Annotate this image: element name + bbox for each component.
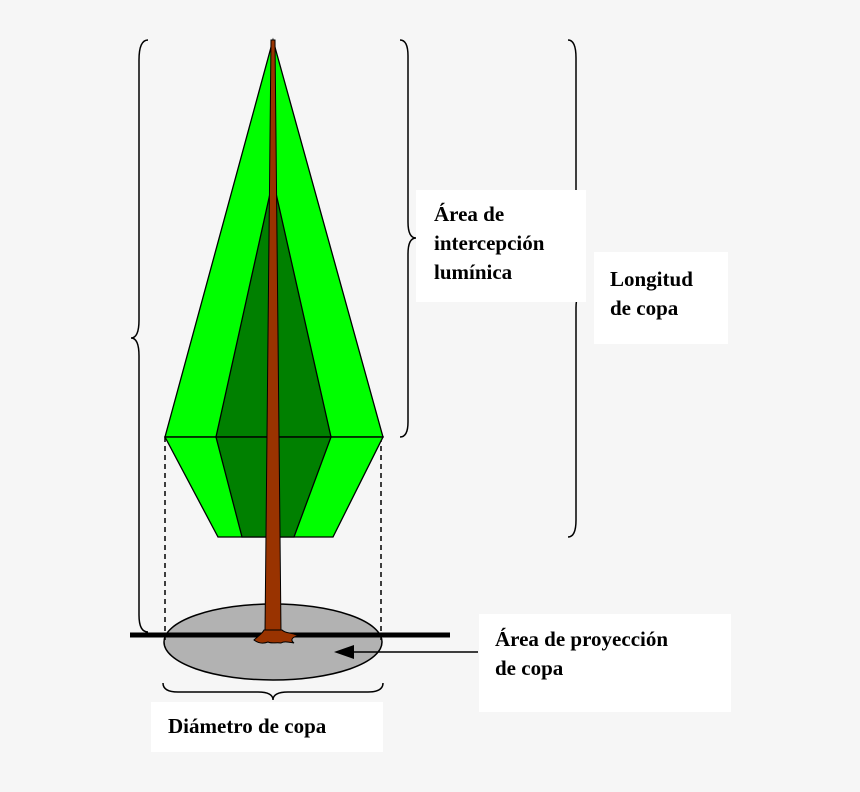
crown-projection-label: Área de proyección de copa <box>479 614 731 712</box>
crown-diameter-brace <box>162 682 384 701</box>
crown-length-label-line-2: de copa <box>610 296 679 320</box>
crown-diameter-label: Diámetro de copa <box>151 702 383 752</box>
crown-projection-label-line-2: de copa <box>495 656 564 680</box>
tree-height-brace-left <box>130 39 149 633</box>
tree-roots <box>253 629 300 644</box>
crown-length-label: Longitud de copa <box>594 252 728 344</box>
light-interception-label-line-1: Área de <box>434 202 505 226</box>
light-interception-label-line-3: lumínica <box>434 260 513 284</box>
crown-length-label-line-1: Longitud <box>610 267 693 291</box>
projection-arrow-head <box>334 645 354 659</box>
interception-brace <box>399 39 417 438</box>
crown-diameter-label-text: Diámetro de copa <box>168 714 327 738</box>
light-interception-label: Área de intercepción lumínica <box>416 190 586 302</box>
crown-projection-label-line-1: Área de proyección <box>495 627 669 651</box>
light-interception-label-line-2: intercepción <box>434 231 545 255</box>
